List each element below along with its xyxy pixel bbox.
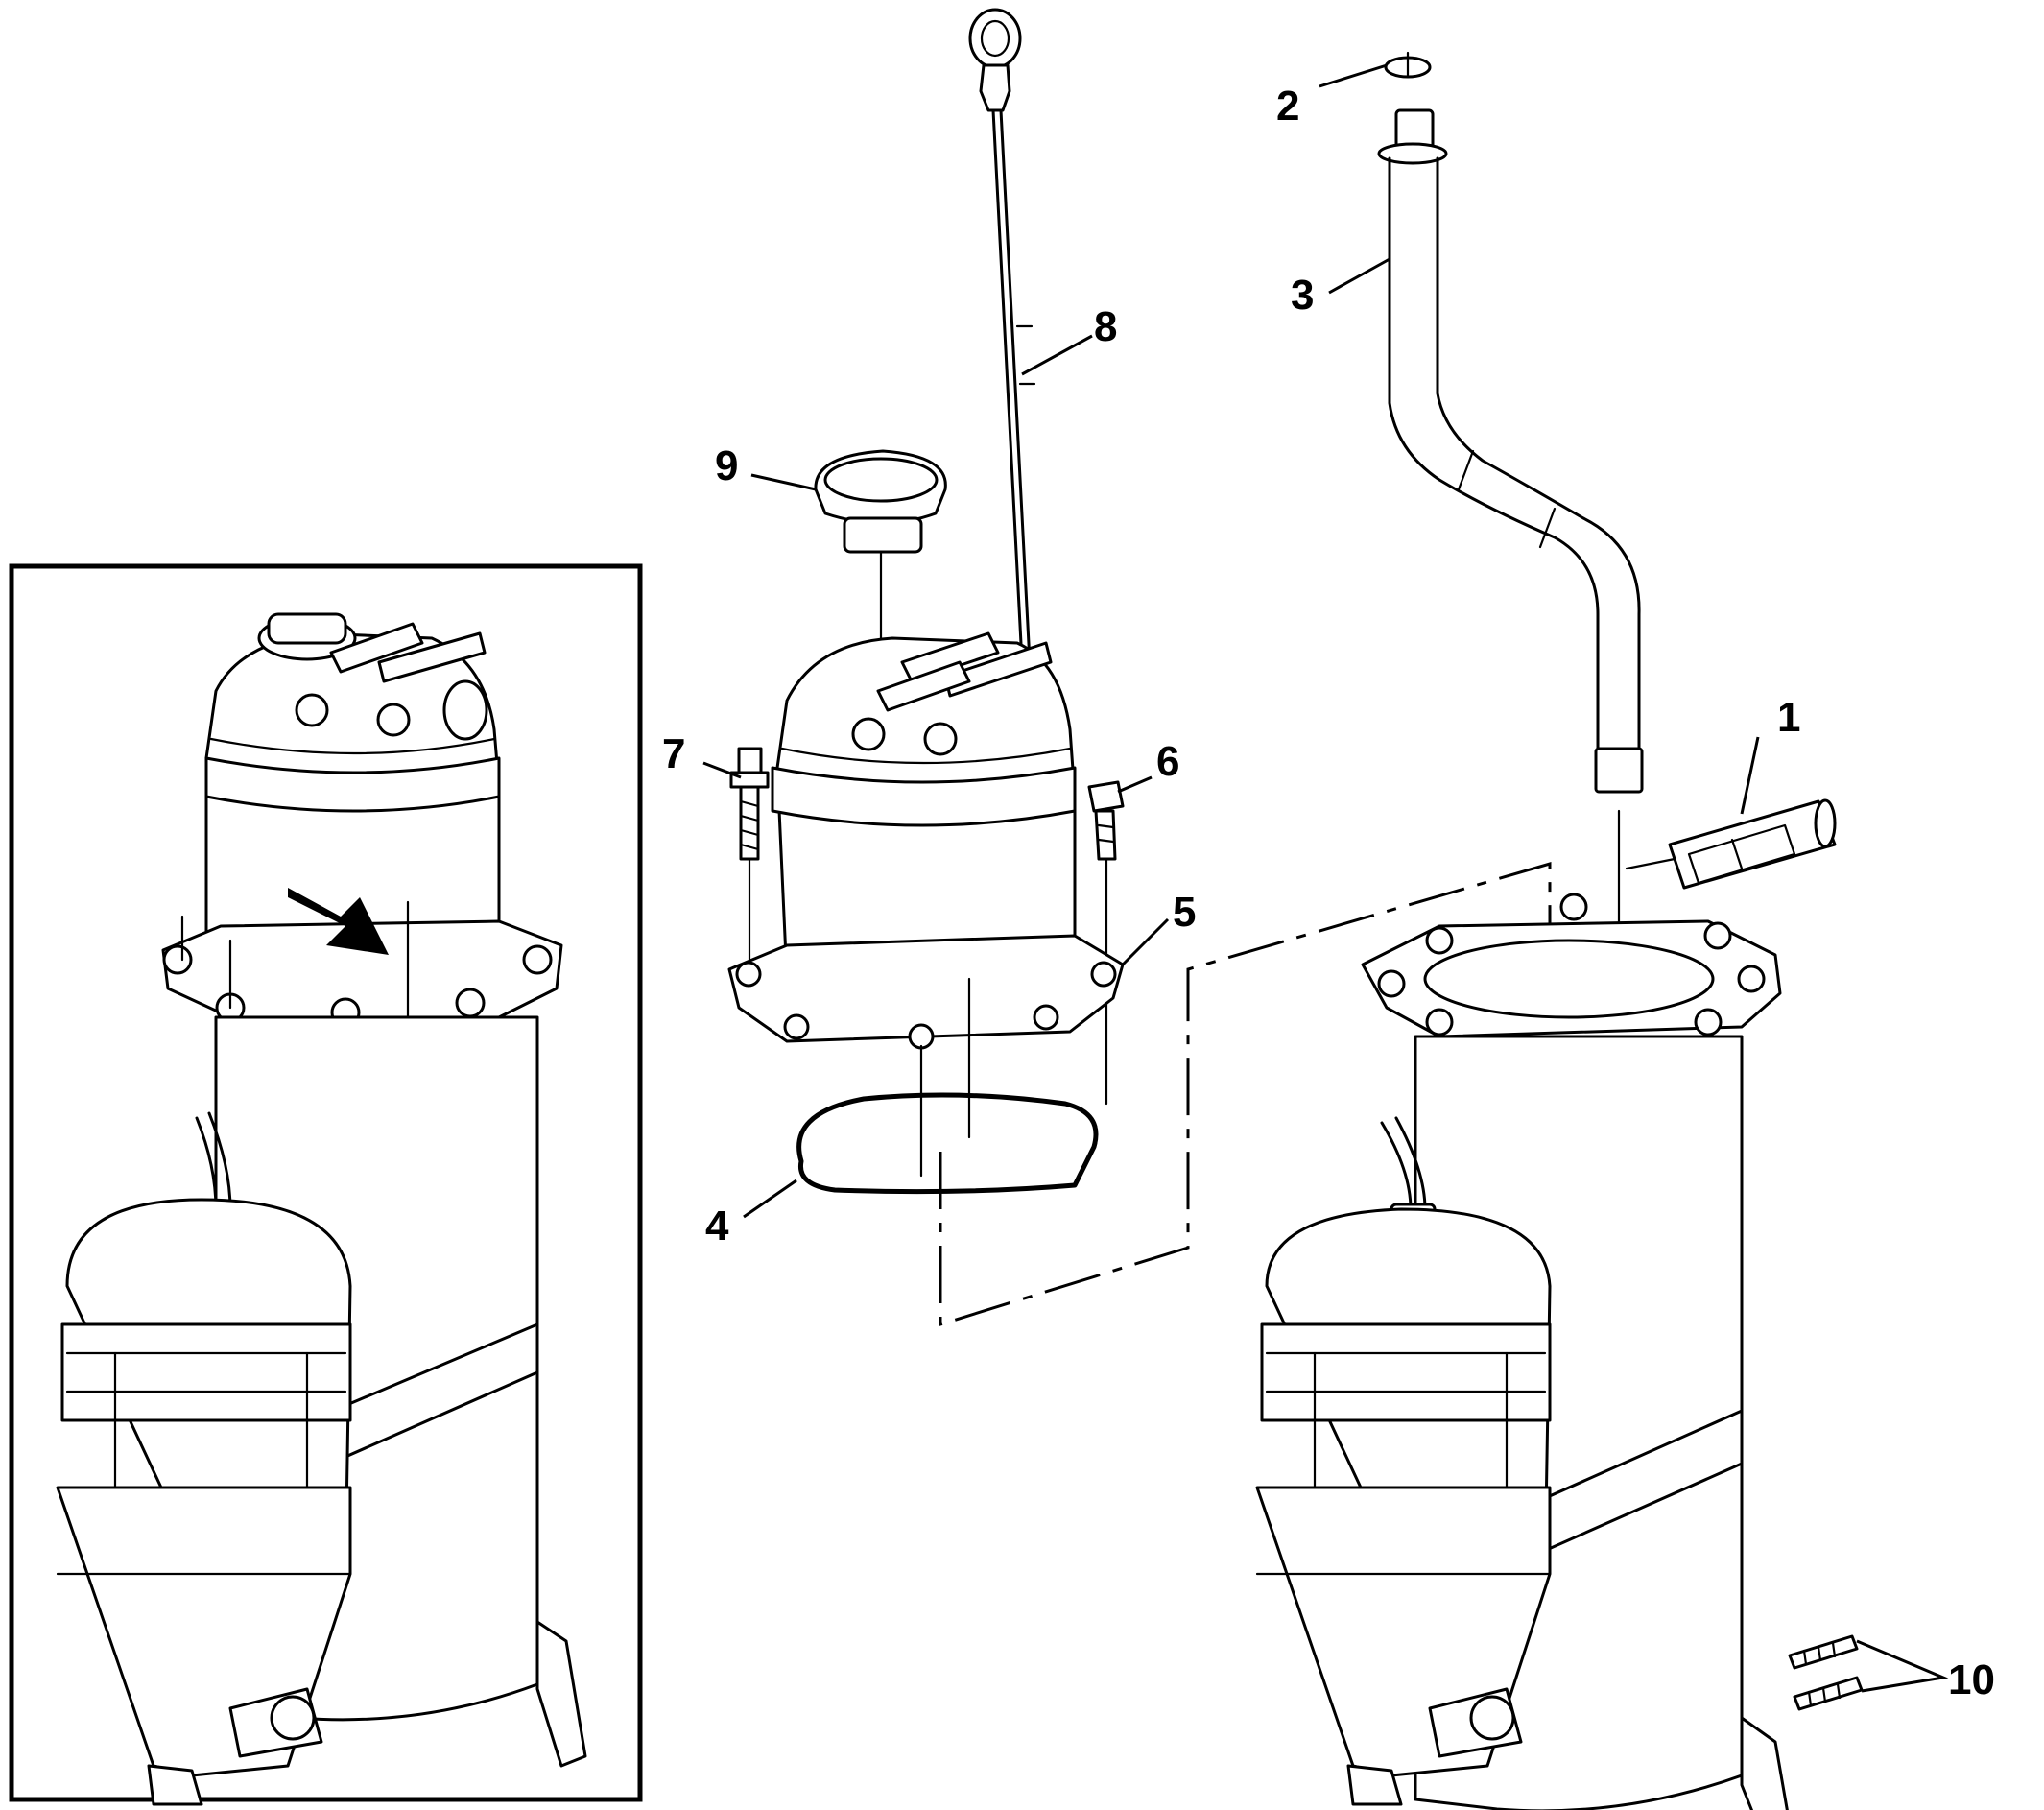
- callout-3: 3: [1291, 272, 1314, 319]
- bolt-7: [729, 747, 770, 971]
- filter-screen: [1625, 798, 1837, 890]
- callout-8: 8: [1094, 303, 1117, 350]
- callout-1: 1: [1777, 694, 1800, 741]
- seal-2: [1384, 51, 1432, 79]
- callout-2: 2: [1276, 83, 1299, 130]
- arrow-right-icon: [288, 888, 389, 955]
- alignment-line: [939, 861, 1552, 1327]
- callout-10: 10: [1948, 1656, 1995, 1703]
- oil-fill-cap: [814, 449, 947, 674]
- callout-labels: 1 2 3 4 5 6 7 8 9 10: [662, 83, 1995, 1703]
- callout-9: 9: [715, 442, 738, 489]
- oil-fill-tube: [1377, 108, 1644, 1019]
- center-upper-housing: [727, 631, 1125, 1178]
- inset-canister: [56, 1198, 352, 1806]
- callout-7: 7: [662, 730, 685, 777]
- callout-4: 4: [705, 1203, 729, 1250]
- leader-lines: [702, 63, 1949, 1693]
- inset-installed-view: [9, 563, 643, 1806]
- bolt-6: [1087, 780, 1125, 1106]
- right-canister: [1255, 1207, 1552, 1806]
- dipstick: [968, 8, 1036, 664]
- inset-upper-housing: [161, 612, 563, 1028]
- inset-frame: [9, 563, 643, 1802]
- callout-6: 6: [1156, 738, 1179, 785]
- o-ring-seal: [796, 1092, 1099, 1195]
- callout-5: 5: [1173, 889, 1196, 936]
- springs-10: [1788, 1634, 1864, 1711]
